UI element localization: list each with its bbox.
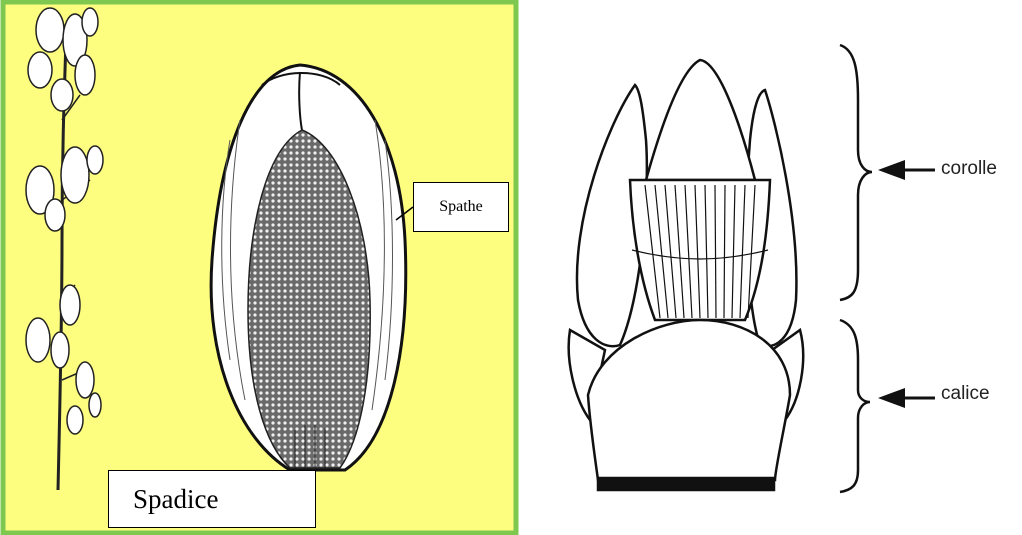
corolle-label: corolle [941,158,997,180]
flower-base [598,478,774,490]
corolla-bracket [840,45,872,300]
calice-arrow [878,388,935,408]
calice-bracket [840,320,870,492]
corolle-arrow [878,160,935,180]
center-petal [646,60,755,180]
calice-label: calice [941,383,990,405]
